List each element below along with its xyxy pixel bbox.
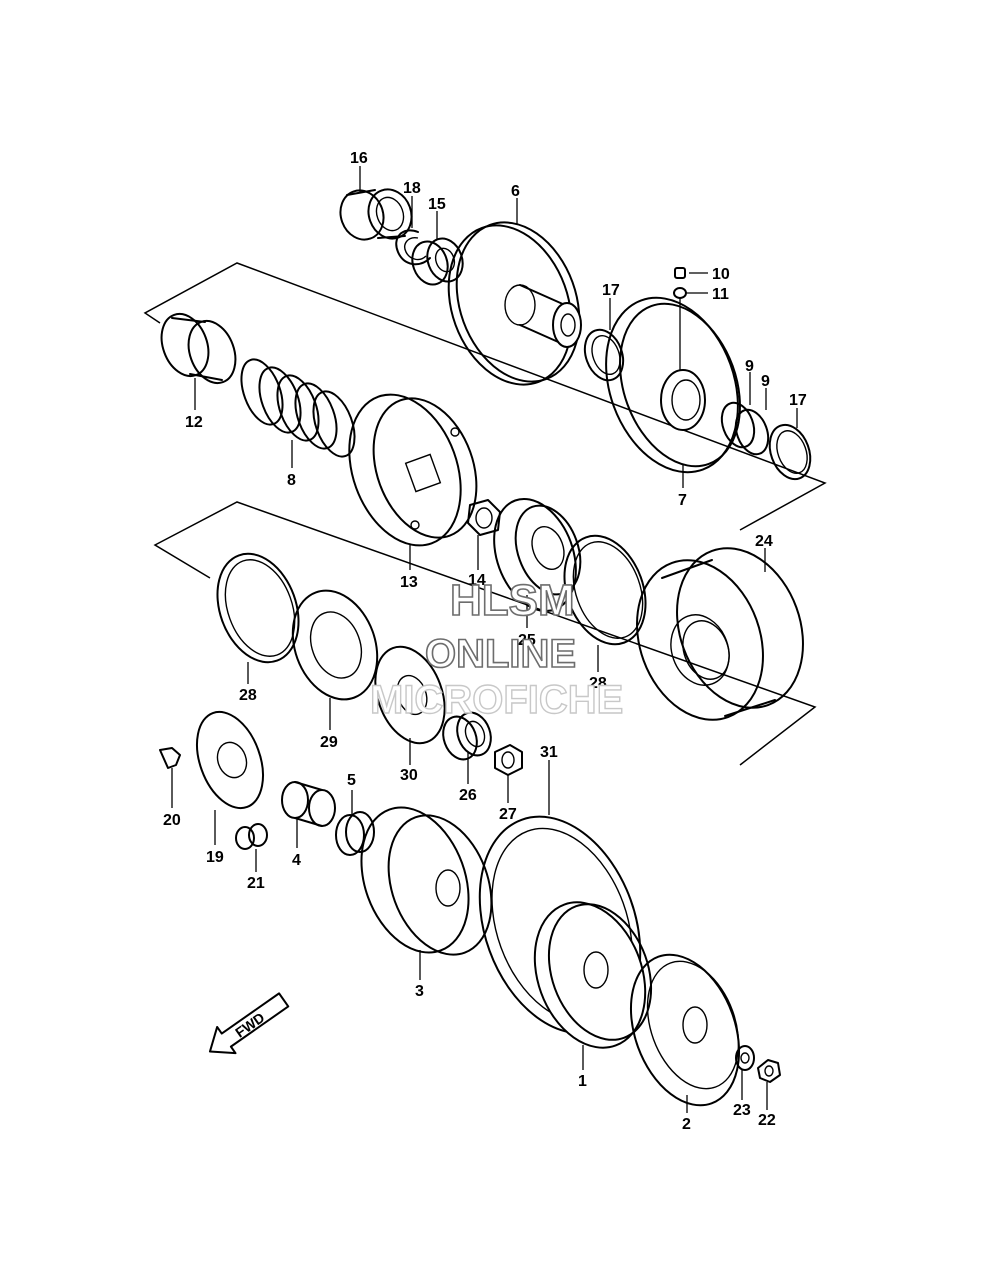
callout-11: 11 bbox=[712, 286, 729, 303]
part-18-circlip[interactable] bbox=[395, 229, 431, 266]
callout-1: 1 bbox=[578, 1073, 587, 1090]
part-1-fixed-drive-face[interactable] bbox=[515, 887, 669, 1064]
part-22-nut[interactable] bbox=[757, 1059, 781, 1083]
part-10-pin[interactable] bbox=[674, 267, 686, 279]
callout-9b: 9 bbox=[761, 373, 770, 390]
callout-18: 18 bbox=[403, 180, 421, 197]
part-24-clutch-housing[interactable] bbox=[616, 530, 825, 737]
part-20-clip[interactable] bbox=[159, 747, 181, 769]
part-5-bush[interactable] bbox=[335, 811, 375, 856]
lower-group-frame bbox=[153, 501, 817, 766]
callout-20: 20 bbox=[163, 812, 181, 829]
callout-17a: 17 bbox=[602, 282, 620, 299]
part-17-seal-b[interactable] bbox=[763, 419, 818, 485]
part-7-movable-drive-face[interactable] bbox=[583, 279, 761, 491]
watermark-line-1: HLSM bbox=[450, 576, 575, 625]
callout-22: 22 bbox=[758, 1112, 776, 1129]
callout-14: 14 bbox=[468, 572, 486, 589]
callout-10: 10 bbox=[712, 266, 730, 283]
callout-31: 31 bbox=[540, 744, 558, 761]
callout-9a: 9 bbox=[745, 358, 754, 375]
part-25-bearing[interactable] bbox=[479, 488, 591, 623]
part-11-o-ring[interactable] bbox=[673, 287, 687, 299]
part-28-seal-a[interactable] bbox=[203, 542, 313, 673]
part-30-spline-washer[interactable] bbox=[363, 637, 457, 753]
callout-5: 5 bbox=[347, 772, 356, 789]
callout-30: 30 bbox=[400, 767, 418, 784]
callout-29: 29 bbox=[320, 734, 338, 751]
part-27-nut[interactable] bbox=[494, 744, 523, 776]
part-9-seal-a[interactable] bbox=[716, 398, 760, 451]
callout-15: 15 bbox=[428, 196, 446, 213]
part-3-movable-drive-face[interactable] bbox=[342, 792, 509, 969]
callout-4: 4 bbox=[292, 852, 301, 869]
part-12-spring-seat[interactable] bbox=[153, 307, 243, 389]
callout-3: 3 bbox=[415, 983, 424, 1000]
callout-28b: 28 bbox=[589, 675, 607, 692]
callout-19: 19 bbox=[206, 849, 224, 866]
callout-7: 7 bbox=[678, 492, 687, 509]
callout-labels: 16 18 15 6 17 10 11 9 9 17 7 12 8 13 14 … bbox=[163, 150, 807, 1133]
callout-17b: 17 bbox=[789, 392, 807, 409]
part-8-spring[interactable] bbox=[233, 354, 362, 462]
callout-26: 26 bbox=[459, 787, 477, 804]
callout-21: 21 bbox=[247, 875, 265, 892]
part-9-seal-b[interactable] bbox=[730, 405, 774, 458]
watermark: HLSM ONLINE MICROFICHE bbox=[369, 575, 624, 723]
callout-24: 24 bbox=[755, 533, 773, 550]
watermark-line-3: MICROFICHE bbox=[370, 678, 623, 722]
callout-13: 13 bbox=[400, 574, 418, 591]
callout-27: 27 bbox=[499, 806, 517, 823]
leader-lines bbox=[171, 166, 798, 1113]
watermark-line-2: ONLINE bbox=[425, 632, 576, 676]
part-19-ramp-plate[interactable] bbox=[185, 703, 276, 817]
callout-25: 25 bbox=[518, 632, 536, 649]
part-4-spacer[interactable] bbox=[281, 781, 336, 827]
part-28-seal-b[interactable] bbox=[550, 524, 660, 655]
callout-12: 12 bbox=[185, 414, 203, 431]
callout-16: 16 bbox=[350, 150, 368, 167]
upper-group-frame bbox=[143, 262, 827, 531]
callout-23: 23 bbox=[733, 1102, 751, 1119]
part-23-washer[interactable] bbox=[735, 1045, 755, 1071]
part-13-clutch-carrier[interactable] bbox=[329, 379, 494, 561]
part-6-fixed-sheave[interactable] bbox=[427, 205, 600, 402]
part-14-nut[interactable] bbox=[467, 499, 501, 536]
part-17-seal-a[interactable] bbox=[578, 324, 630, 385]
part-29-lock-washer[interactable] bbox=[278, 579, 391, 712]
callout-6: 6 bbox=[511, 183, 520, 200]
part-2-fan-drive-plate[interactable] bbox=[611, 940, 758, 1121]
callout-28a: 28 bbox=[239, 687, 257, 704]
callout-2: 2 bbox=[682, 1116, 691, 1133]
part-21-collar[interactable] bbox=[235, 823, 268, 850]
fwd-arrow: FWD bbox=[208, 992, 290, 1055]
part-16-needle-bearing[interactable] bbox=[334, 183, 419, 245]
callout-8: 8 bbox=[287, 472, 296, 489]
